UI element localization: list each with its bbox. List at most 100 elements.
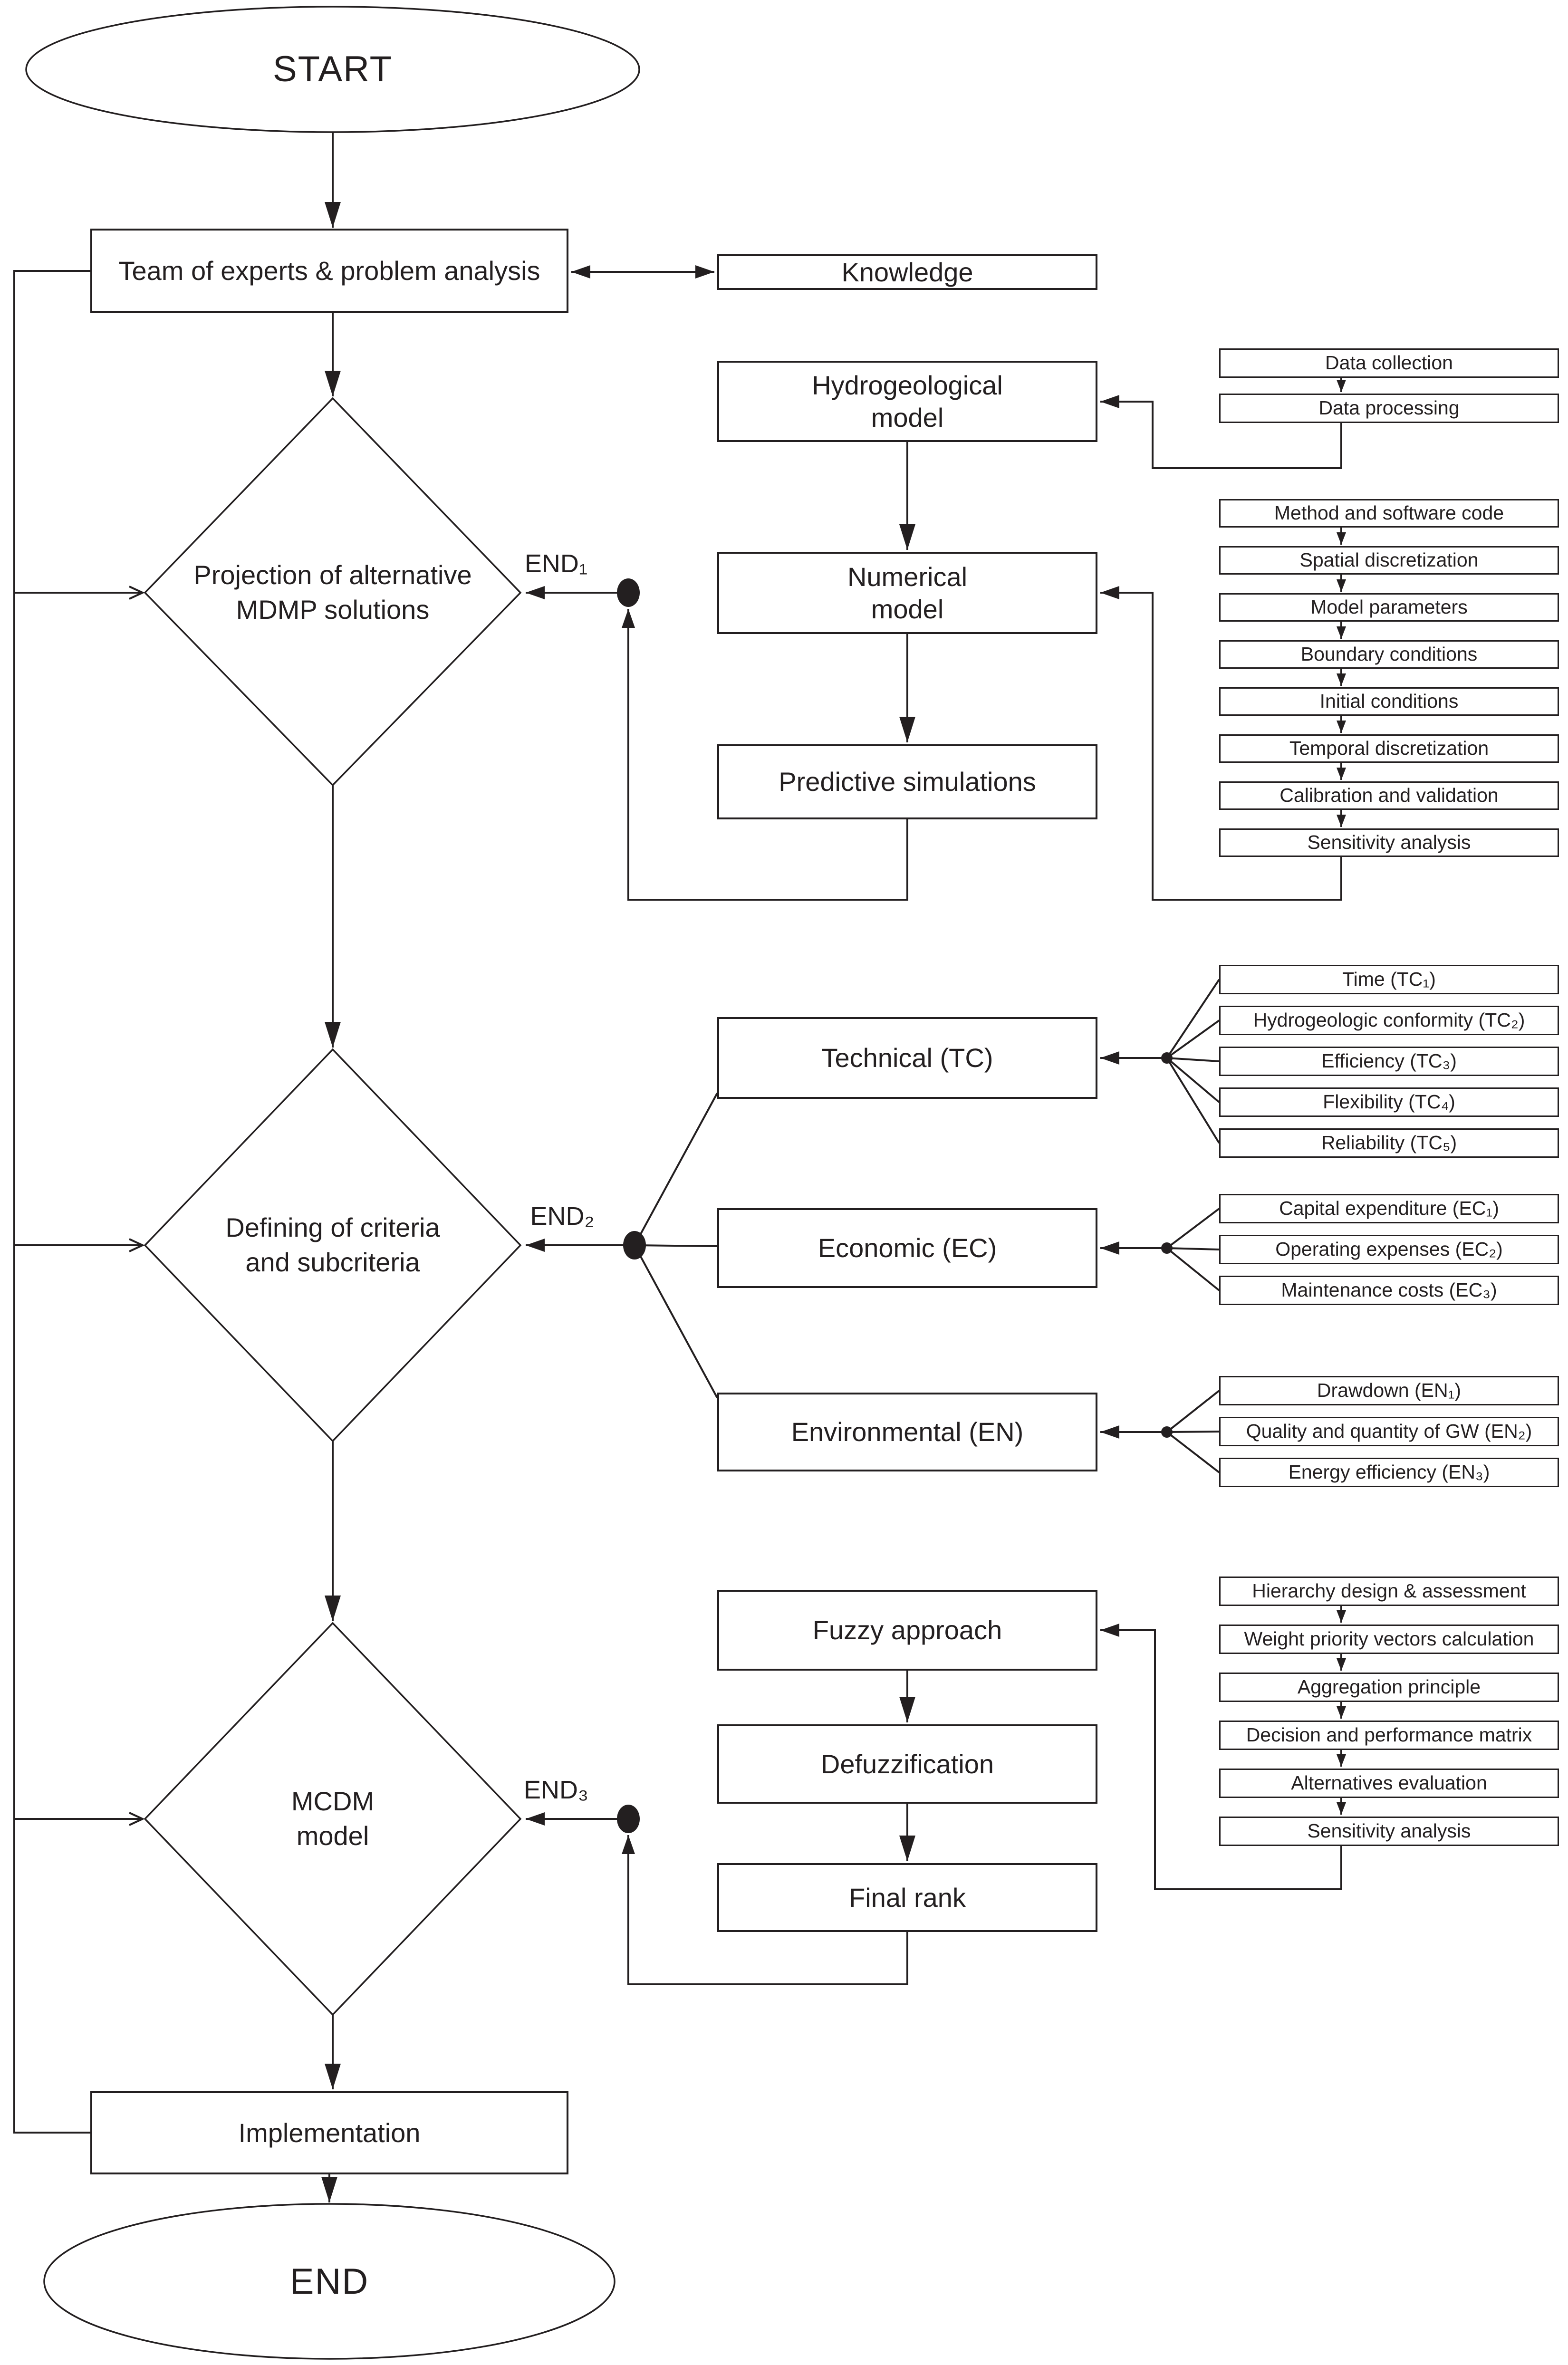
mcdm-label-3: Aggregation principle [1297, 1676, 1481, 1698]
loop-predictive-to-end1 [622, 609, 908, 901]
tc-row-4: Flexibility (TC₄) [1219, 1087, 1559, 1117]
tc-row-3: Efficiency (TC₃) [1219, 1047, 1559, 1076]
decision1-line2: MDMP solutions [236, 595, 430, 625]
end2-junction-dot [623, 1231, 646, 1259]
ec-row-1: Capital expenditure (EC₁) [1219, 1194, 1559, 1223]
decision3-line1: MCDM [291, 1786, 375, 1817]
branch-end2-technical [634, 1093, 718, 1246]
fan-ec-3 [1166, 1247, 1220, 1291]
feedback-left-line [13, 270, 90, 2134]
fan-tc-4 [1166, 1057, 1220, 1103]
fan-tc-5 [1166, 1057, 1220, 1144]
tc-label-1: Time (TC₁) [1342, 968, 1436, 990]
mcdm-row-5: Alternatives evaluation [1219, 1769, 1559, 1798]
hydrogeological-model-box: Hydrogeological model [717, 361, 1097, 442]
numinput-row-6: Temporal discretization [1219, 734, 1559, 763]
tc-label-4: Flexibility (TC₄) [1323, 1091, 1455, 1113]
ec-label-1: Capital expenditure (EC₁) [1279, 1197, 1499, 1220]
environmental-box: Environmental (EN) [717, 1393, 1097, 1471]
tc-row-2: Hydrogeologic conformity (TC₂) [1219, 1006, 1559, 1035]
numinput-label-6: Temporal discretization [1289, 737, 1489, 759]
data-processing-row: Data processing [1219, 394, 1559, 423]
start-terminal: START [272, 48, 393, 89]
decision2-line1: Defining of criteria [225, 1212, 440, 1243]
fuzzy-approach-box: Fuzzy approach [717, 1590, 1097, 1671]
ec-label-2: Operating expenses (EC₂) [1275, 1238, 1503, 1260]
numinput-label-7: Calibration and validation [1279, 784, 1499, 807]
defuzzification-box-label: Defuzzification [820, 1749, 994, 1779]
en-row-2: Quality and quantity of GW (EN₂) [1219, 1417, 1559, 1446]
decision-projection-text: Projection of alternative MDMP solutions [157, 526, 509, 659]
numinput-label-2: Spatial discretization [1299, 549, 1479, 571]
ec-row-3: Maintenance costs (EC₃) [1219, 1276, 1559, 1305]
data-collection-row: Data collection [1219, 348, 1559, 378]
en-label-1: Drawdown (EN₁) [1317, 1379, 1462, 1402]
economic-box-label: Economic (EC) [818, 1233, 997, 1263]
decision2-line2: and subcriteria [245, 1247, 420, 1277]
connector-numinputs-to-numerical [1100, 586, 1342, 901]
numinput-row-2: Spatial discretization [1219, 546, 1559, 575]
en-fan-dot [1161, 1426, 1173, 1438]
fan-tc-1 [1166, 979, 1220, 1059]
connector-mcdmsteps-to-fuzzy [1100, 1624, 1342, 1890]
mcdm-label-4: Decision and performance matrix [1246, 1724, 1532, 1746]
numinput-label-4: Boundary conditions [1300, 643, 1478, 665]
branch-end2-environmental [634, 1245, 718, 1398]
numerical-box-label: Numerical model [847, 562, 968, 624]
numerical-model-box: Numerical model [717, 552, 1097, 634]
tc-fan-dot [1161, 1052, 1173, 1064]
end1-junction-dot [617, 578, 640, 607]
mcdm-row-1: Hierarchy design & assessment [1219, 1577, 1559, 1606]
tc-row-5: Reliability (TC₅) [1219, 1128, 1559, 1158]
mcdm-label-6: Sensitivity analysis [1307, 1820, 1471, 1842]
loop-finalrank-to-end3 [622, 1835, 908, 1985]
en-row-3: Energy efficiency (EN₃) [1219, 1458, 1559, 1487]
numinput-row-3: Model parameters [1219, 593, 1559, 622]
implementation-box: Implementation [90, 2091, 568, 2174]
mcdm-row-2: Weight priority vectors calculation [1219, 1625, 1559, 1654]
numinput-label-1: Method and software code [1274, 502, 1504, 524]
end1-label: END₁ [524, 549, 588, 578]
numinput-row-8: Sensitivity analysis [1219, 828, 1559, 857]
tc-label-5: Reliability (TC₅) [1321, 1132, 1457, 1154]
numinput-row-5: Initial conditions [1219, 687, 1559, 716]
knowledge-box-label: Knowledge [841, 257, 973, 287]
predictive-box-label: Predictive simulations [779, 767, 1036, 797]
mcdm-label-5: Alternatives evaluation [1291, 1772, 1487, 1794]
team-box: Team of experts & problem analysis [90, 229, 568, 313]
knowledge-box: Knowledge [717, 254, 1097, 290]
mcdm-label-2: Weight priority vectors calculation [1244, 1628, 1534, 1650]
en-label-3: Energy efficiency (EN₃) [1288, 1461, 1490, 1483]
mcdm-row-3: Aggregation principle [1219, 1673, 1559, 1702]
numinput-row-4: Boundary conditions [1219, 640, 1559, 669]
branch-end2-economic [634, 1244, 718, 1247]
fan-tc-2 [1166, 1019, 1220, 1059]
numinput-row-1: Method and software code [1219, 499, 1559, 528]
fan-ec-2 [1166, 1247, 1220, 1250]
tc-row-1: Time (TC₁) [1219, 965, 1559, 994]
fan-tc-3 [1166, 1057, 1220, 1062]
final-rank-box-label: Final rank [849, 1882, 966, 1913]
tc-label-3: Efficiency (TC₃) [1321, 1050, 1457, 1072]
team-box-label: Team of experts & problem analysis [118, 255, 540, 286]
ec-fan-dot [1161, 1242, 1173, 1254]
data-processing-label: Data processing [1318, 397, 1460, 419]
en-label-2: Quality and quantity of GW (EN₂) [1246, 1420, 1532, 1442]
mcdm-row-6: Sensitivity analysis [1219, 1817, 1559, 1846]
numinput-label-8: Sensitivity analysis [1307, 831, 1471, 854]
fan-en-3 [1166, 1431, 1220, 1473]
decision1-line1: Projection of alternative [193, 560, 472, 590]
tc-label-2: Hydrogeologic conformity (TC₂) [1253, 1009, 1525, 1031]
numinput-label-5: Initial conditions [1319, 690, 1459, 712]
technical-box-label: Technical (TC) [821, 1043, 993, 1073]
data-collection-label: Data collection [1325, 352, 1453, 374]
implementation-box-label: Implementation [238, 2117, 421, 2148]
end2-label: END₂ [530, 1202, 595, 1231]
numinput-label-3: Model parameters [1310, 596, 1468, 618]
mcdm-row-4: Decision and performance matrix [1219, 1721, 1559, 1750]
decision-mcdm-text: MCDM model [190, 1752, 475, 1885]
final-rank-box: Final rank [717, 1863, 1097, 1932]
predictive-simulations-box: Predictive simulations [717, 744, 1097, 819]
